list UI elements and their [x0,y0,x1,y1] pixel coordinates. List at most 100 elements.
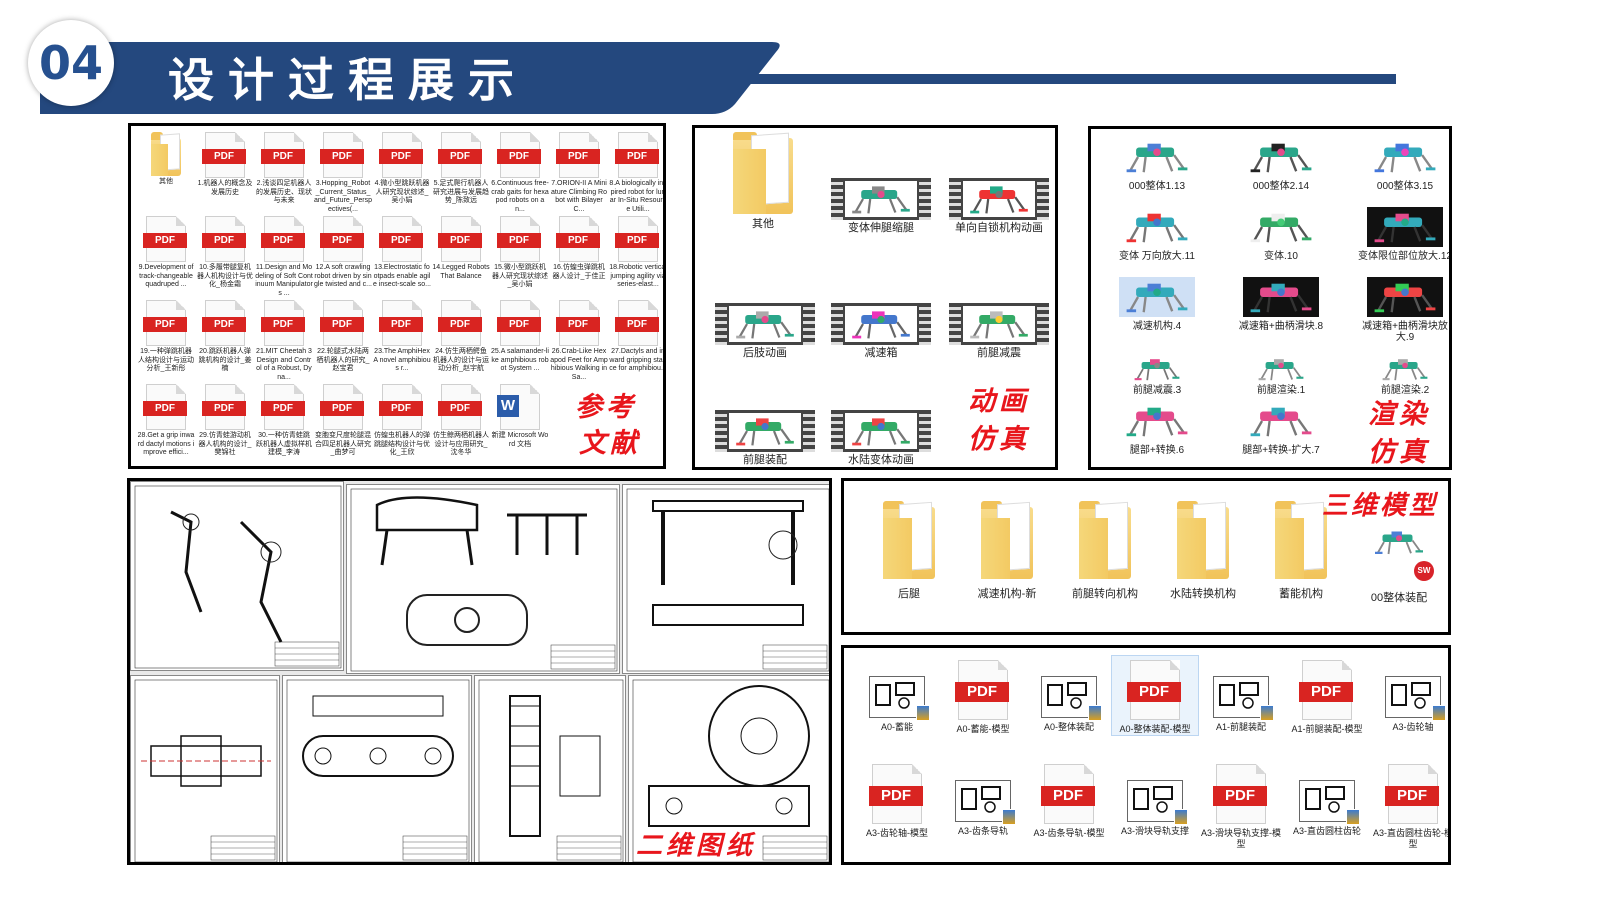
render-image-file[interactable] [1367,137,1443,177]
video-file-icon[interactable] [715,303,815,345]
video-file-icon[interactable] [831,303,931,345]
render-image-file[interactable] [1119,401,1195,441]
render-image-file[interactable] [1243,207,1319,247]
render-image-file[interactable] [1119,277,1195,317]
pdf-badge: PDF [497,149,541,164]
animation-folder[interactable]: 其他 [723,132,813,231]
render-image-file[interactable] [1243,401,1319,441]
cad-drawing-sheet[interactable] [622,484,829,674]
model-folder[interactable]: 减速机构-新 [962,501,1052,601]
render-image-file[interactable] [1119,137,1195,177]
video-file-name: 单向自锁机构动画 [955,222,1043,234]
pdf-badge: PDF [615,149,659,164]
cad-drawing-file[interactable]: A3-齿条导轨 [940,760,1026,837]
reference-file-name: 18.Robotic vertical jumping agility via … [609,264,666,288]
cad-drawing-sheet[interactable] [628,675,829,862]
pdf-badge: PDF [497,233,541,248]
render-image-file[interactable] [1367,207,1443,247]
video-frame [845,181,917,217]
video-file-icon[interactable] [949,303,1049,345]
cad-drawing-sheet[interactable] [282,675,472,862]
cad-drawing-sheet[interactable] [346,484,620,674]
render-image-file[interactable] [1367,277,1443,317]
render-image-file[interactable] [1119,207,1195,247]
cad-drawing-sheet[interactable] [130,675,280,862]
video-file-name: 前腿装配 [743,454,787,466]
video-file-icon[interactable] [831,410,931,452]
reference-file[interactable]: 其他 [137,132,195,187]
model-folder[interactable]: 后腿 [864,501,954,601]
pdf-file-icon: PDF [556,300,600,346]
pdf-file-icon: PDF [556,132,600,178]
video-file-icon[interactable] [949,178,1049,220]
dwg-file-icon [869,676,930,721]
pdf-badge: PDF [1213,786,1267,806]
cad-drawing-file[interactable]: A3-滑块导轨支撑 [1112,760,1198,837]
robot-render-thumbnail [852,186,910,214]
video-file-icon[interactable] [715,410,815,452]
cad-drawing-file[interactable]: A0-蓄能 [854,656,940,733]
cad-drawing-sheet[interactable] [474,675,626,862]
model-folder[interactable]: 水陆转换机构 [1158,501,1248,601]
cad-drawing-file[interactable]: A3-齿轮轴 [1370,656,1448,733]
model-folder[interactable]: 蓄能机构 [1256,501,1346,601]
render-image-file[interactable] [1119,355,1195,383]
render-image-file[interactable] [1243,137,1319,177]
render-image-file[interactable] [1367,355,1443,383]
pdf-file-icon: PDF [261,216,305,262]
pdf-file-icon: PDF [320,384,364,430]
model-folder[interactable]: 前腿转向机构 [1060,501,1150,601]
cad-drawing-file[interactable]: A1-前腿装配 [1198,656,1284,733]
drawing-file-name: A3-滑块导轨支撑 [1120,826,1189,836]
reference-file-name: 23.The AmphiHex A novel amphibious r... [373,348,431,372]
video-file-icon[interactable] [831,178,931,220]
render-image-file[interactable] [1243,277,1319,317]
film-strip-left [831,410,843,452]
cad-drawing-file[interactable]: A0-整体装配 [1026,656,1112,733]
cad-drawing-sheet[interactable] [130,481,344,671]
cad-drawing-file[interactable]: A3-直齿圆柱齿轮 [1284,760,1370,837]
render-image-file[interactable] [1243,355,1319,383]
